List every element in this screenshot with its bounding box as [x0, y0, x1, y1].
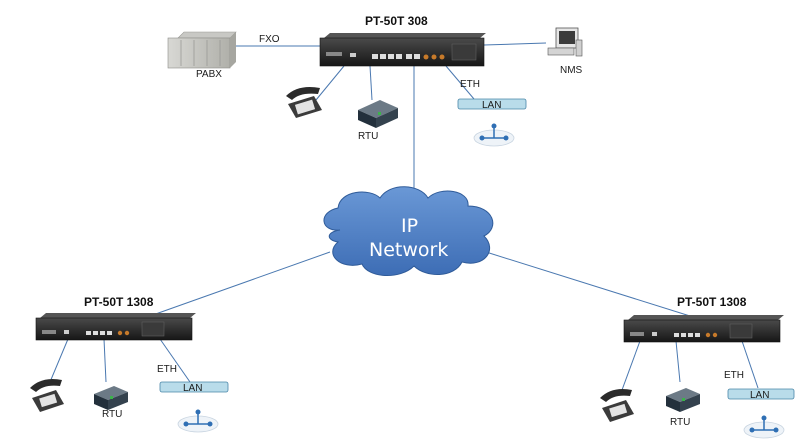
link-right-eth [741, 340, 759, 389]
top-eth-label: ETH [460, 79, 480, 90]
top-rtu-icon [358, 100, 398, 128]
links [49, 42, 759, 391]
link-top-nms [483, 42, 547, 46]
left-rtu-icon [94, 386, 128, 410]
cloud-label-line2: Network [369, 239, 448, 261]
right-device-title: PT-50T 1308 [677, 295, 747, 309]
pabx-icon [167, 31, 237, 69]
link-right-rtu [675, 340, 681, 383]
fxo-label: FXO [259, 34, 280, 45]
left-lan-network-icon [177, 409, 219, 433]
right-lan-label: LAN [750, 390, 769, 401]
top-lan-label: LAN [482, 100, 501, 111]
top-telephone-icon [286, 87, 322, 118]
right-device-icon [623, 315, 784, 343]
top-lan-network-icon [473, 123, 515, 147]
top-device-icon [319, 33, 486, 67]
nms-label: NMS [560, 65, 583, 76]
link-top-eth [445, 65, 475, 100]
right-rtu-label: RTU [670, 417, 690, 428]
top-lan-box [457, 98, 527, 110]
link-left-phone [49, 338, 69, 383]
link-cloud-left [149, 251, 331, 317]
left-rtu-label: RTU [102, 409, 122, 420]
left-eth-label: ETH [157, 364, 177, 375]
nms-computer-icon [547, 27, 583, 57]
left-telephone-icon [30, 379, 64, 412]
link-top-rtu [369, 65, 373, 101]
left-device-icon [35, 313, 196, 341]
link-top-phone [315, 65, 345, 101]
link-left-eth [159, 338, 191, 383]
pabx-label: PABX [196, 69, 222, 80]
left-lan-label: LAN [183, 383, 202, 394]
left-device-title: PT-50T 1308 [84, 295, 154, 309]
link-left-rtu [103, 338, 107, 383]
ip-network-cloud [323, 186, 494, 277]
top-device-title: PT-50T 308 [365, 14, 428, 28]
right-lan-network-icon [743, 415, 785, 439]
link-cloud-right [485, 251, 691, 317]
right-telephone-icon [600, 389, 634, 422]
link-right-phone [621, 340, 641, 391]
top-rtu-label: RTU [358, 131, 378, 142]
right-rtu-icon [666, 388, 700, 412]
right-lan-box [727, 388, 795, 400]
right-eth-label: ETH [724, 370, 744, 381]
cloud-label-line1: IP [401, 215, 418, 237]
left-lan-box [159, 381, 229, 393]
